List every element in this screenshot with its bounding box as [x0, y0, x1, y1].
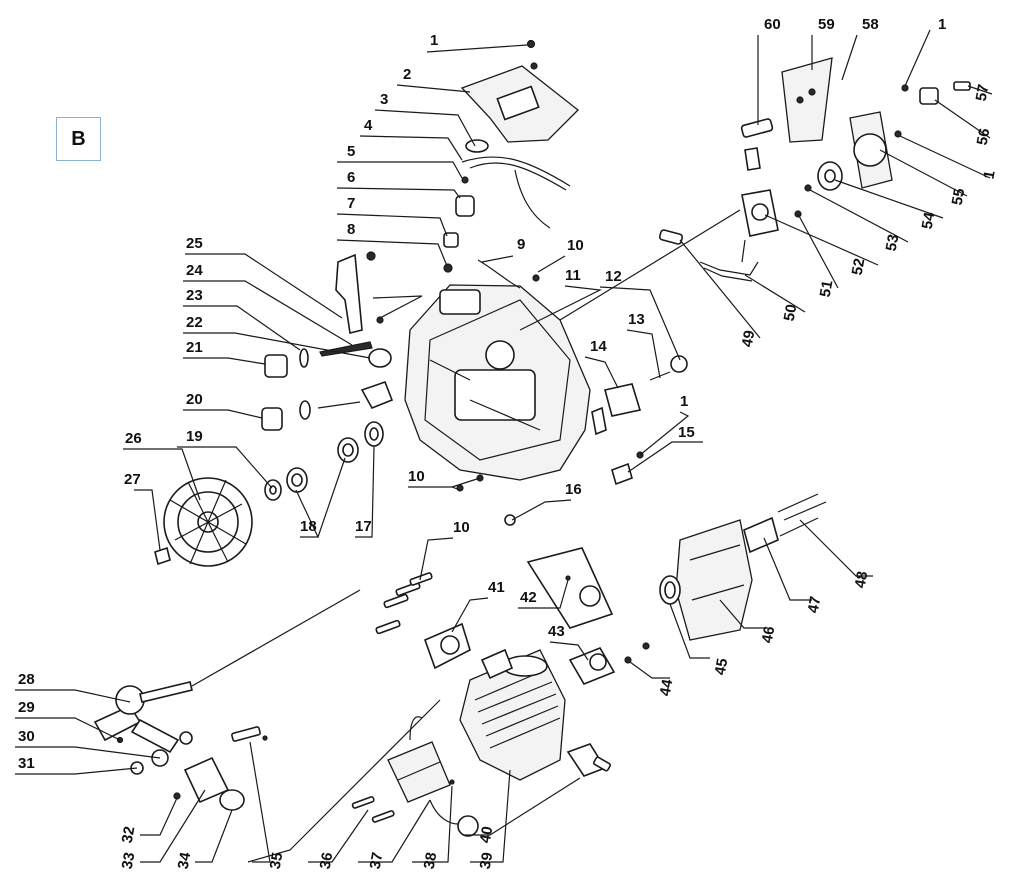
callout-label: 40 — [477, 825, 497, 844]
callout-label: 30 — [18, 728, 35, 745]
callout-label: 23 — [186, 287, 203, 304]
callout-label: 9 — [517, 236, 525, 253]
part-bearings — [264, 421, 384, 501]
callout-label: 51 — [817, 279, 837, 298]
callout-label: 2 — [403, 66, 411, 83]
callout-label: 19 — [186, 428, 203, 445]
callout-label: 16 — [565, 481, 582, 498]
callout-label: 12 — [605, 268, 622, 285]
callout-label: 25 — [186, 235, 203, 252]
part-muffler — [659, 493, 827, 641]
callout-label: 10 — [453, 519, 470, 536]
callout-label: 1 — [980, 169, 998, 180]
callout-label: 3 — [380, 91, 388, 108]
callout-label: 10 — [567, 237, 584, 254]
callout-label: 6 — [347, 169, 355, 186]
part-crankcase — [404, 284, 591, 481]
section-badge: B — [56, 117, 101, 161]
callout-label: 29 — [18, 699, 35, 716]
callout-label: 21 — [186, 339, 203, 356]
callout-label: 14 — [590, 338, 607, 355]
callout-label: 52 — [849, 257, 869, 276]
callout-label: 32 — [119, 825, 139, 844]
callout-label: 35 — [267, 851, 287, 870]
callout-label: 42 — [520, 589, 537, 606]
part-crankshaft — [93, 589, 361, 775]
callout-label: 41 — [488, 579, 505, 596]
callout-label: 43 — [548, 623, 565, 640]
callout-label: 58 — [862, 16, 879, 33]
callout-label: 45 — [712, 657, 732, 676]
part-oil-pump-group — [261, 341, 394, 431]
callout-label: 34 — [175, 850, 195, 870]
part-intake-manifold — [375, 572, 471, 670]
callout-label: 53 — [883, 233, 903, 252]
callout-label: 47 — [805, 595, 825, 614]
callout-label: 44 — [657, 677, 677, 697]
callout-label: 49 — [739, 329, 759, 348]
callout-label: 48 — [852, 570, 872, 589]
callout-label: 60 — [764, 16, 781, 33]
part-clutch-cover-group — [658, 57, 971, 282]
callout-label: 24 — [186, 262, 203, 279]
callout-label: 13 — [628, 311, 645, 328]
callout-label: 50 — [781, 303, 801, 322]
callout-label: 10 — [408, 468, 425, 485]
leader-lines — [15, 29, 993, 863]
callout-label: 5 — [347, 143, 355, 160]
callout-label: 54 — [919, 210, 939, 230]
part-top-cover — [460, 39, 579, 143]
callout-label: 15 — [678, 424, 695, 441]
callout-label: 22 — [186, 314, 203, 331]
callout-label: 20 — [186, 391, 203, 408]
callout-label: 4 — [364, 117, 373, 134]
part-chain-guard — [335, 251, 384, 334]
callout-label: 38 — [421, 851, 441, 870]
part-flywheel — [154, 477, 253, 567]
callout-label: 17 — [355, 518, 372, 535]
callout-label: 37 — [367, 851, 387, 870]
part-spark-plug — [566, 743, 611, 777]
callout-label: 11 — [565, 267, 581, 284]
part-carb-adapter — [568, 642, 650, 685]
callout-label: 39 — [477, 851, 497, 870]
callout-label: 57 — [973, 83, 993, 102]
callout-label: 26 — [125, 430, 142, 447]
part-piston — [173, 726, 268, 811]
callout-label: 56 — [974, 127, 994, 146]
part-right-mounts — [456, 355, 688, 526]
callout-label: 7 — [347, 195, 355, 212]
part-ignition-coil — [351, 716, 479, 837]
callout-label: 28 — [18, 671, 35, 688]
callout-label: 27 — [124, 471, 141, 488]
callout-label: 36 — [317, 851, 337, 870]
callout-label: 46 — [759, 625, 779, 644]
callout-label: 8 — [347, 221, 355, 238]
part-fuel-lines — [443, 139, 571, 273]
callout-labels: 1 2 3 4 5 6 7 8 9 10 11 12 13 14 1 15 16… — [18, 16, 999, 870]
part-cylinder — [459, 648, 566, 781]
callout-label: 31 — [18, 755, 35, 772]
callout-label: 1 — [680, 393, 688, 410]
callout-label: 55 — [949, 187, 969, 206]
callout-label: 59 — [818, 16, 835, 33]
part-breather-line — [477, 259, 540, 289]
part-gasket — [526, 547, 614, 629]
callout-label: 33 — [119, 851, 139, 870]
callout-label: 18 — [300, 518, 317, 535]
callout-label: 1 — [430, 32, 438, 49]
callout-label: 1 — [938, 16, 946, 33]
